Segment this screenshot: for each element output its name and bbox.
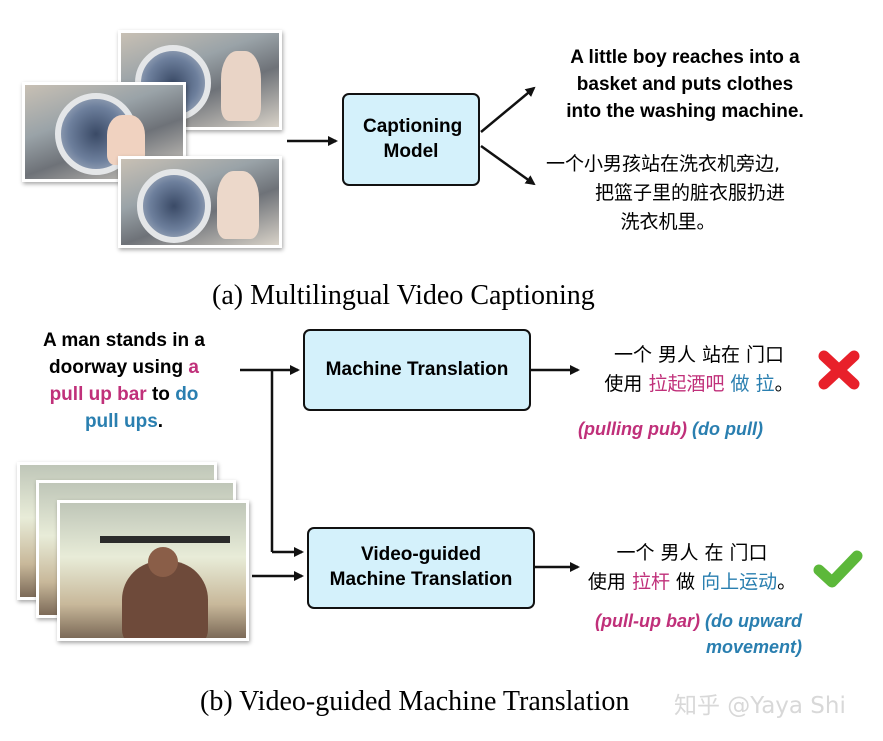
chinese-caption-line: 洗衣机里。 xyxy=(620,211,716,233)
captioning-arrows xyxy=(287,86,536,186)
captioning-model-label: Captioning Model xyxy=(363,115,463,162)
vmt-output: 一个 男人 在 门口 使用 拉杆 做 向上运动。 xyxy=(572,539,812,597)
vmt-output-line: 使用 拉杆 做 向上运动。 xyxy=(587,571,797,593)
video-frame-laundry-middle xyxy=(22,82,186,182)
vmt-output-line: 一个 男人 在 门口 xyxy=(616,542,768,564)
captioning-model-box: Captioning Model xyxy=(342,93,480,186)
mt-output-line: 使用 拉起酒吧 做 拉。 xyxy=(604,373,794,395)
checkmark-icon xyxy=(813,550,863,588)
source-line: doorway using a xyxy=(49,357,199,378)
chinese-caption-line: 把篮子里的脏衣服扔进 xyxy=(594,182,785,204)
mt-output: 一个 男人 站在 门口 使用 拉起酒吧 做 拉。 xyxy=(584,341,814,399)
vmt-label-line2: Machine Translation xyxy=(329,569,513,590)
vmt-gloss: (pull-up bar) (do upward movement) xyxy=(595,611,802,657)
vmt-label-line1: Video-guided xyxy=(361,544,481,566)
watermark: 知乎 @Yaya Shi xyxy=(674,693,846,719)
english-caption-line: A little boy reaches into a xyxy=(570,47,800,68)
source-line: A man stands in a xyxy=(43,330,205,351)
video-frame-laundry-front xyxy=(118,156,282,248)
chinese-caption: 一个小男孩站在洗衣机旁边, 把篮子里的脏衣服扔进 洗衣机里。 xyxy=(540,150,840,237)
english-caption-line: basket and puts clothes xyxy=(576,74,794,95)
panel-b-caption: (b) Video-guided Machine Translation xyxy=(200,686,630,717)
machine-translation-label: Machine Translation xyxy=(325,358,509,380)
english-caption-line: into the washing machine. xyxy=(566,101,804,122)
english-caption: A little boy reaches into a basket and p… xyxy=(530,44,840,125)
source-line: pull up bar to do xyxy=(49,384,199,405)
mt-gloss: (pulling pub) (do pull) xyxy=(578,419,763,439)
video-guided-mt-box: Video-guided Machine Translation xyxy=(307,527,535,609)
mt-output-line: 一个 男人 站在 门口 xyxy=(613,344,785,366)
cross-icon xyxy=(818,350,860,390)
machine-translation-box: Machine Translation xyxy=(303,329,531,411)
panel-a-caption: (a) Multilingual Video Captioning xyxy=(212,280,595,311)
source-sentence: A man stands in a doorway using a pull u… xyxy=(14,327,234,435)
translation-arrows xyxy=(240,365,580,581)
source-line: pull ups. xyxy=(84,411,164,432)
chinese-caption-line: 一个小男孩站在洗衣机旁边, xyxy=(546,153,781,175)
video-frame-gym-front xyxy=(57,500,249,641)
